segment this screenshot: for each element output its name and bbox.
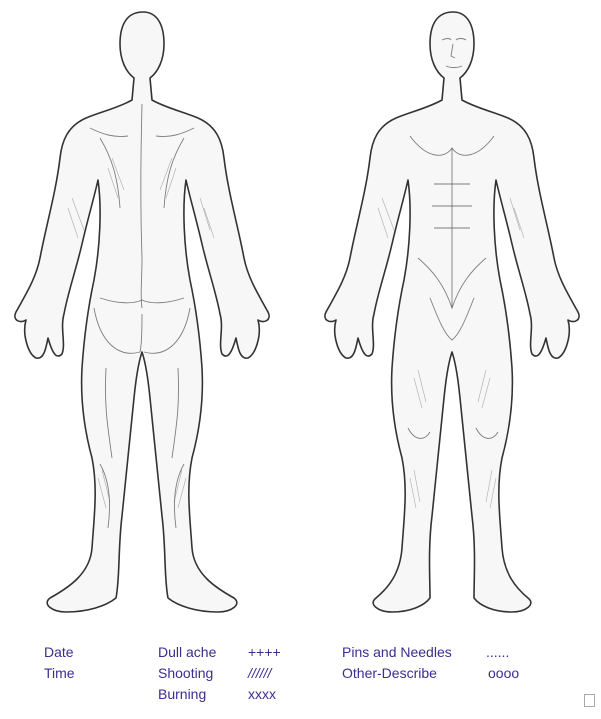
legend-label: Burning xyxy=(158,686,206,702)
legend-item-pins-and-needles: Pins and Needles ...... xyxy=(342,642,452,663)
legend-label: Pins and Needles xyxy=(342,644,452,660)
legend-symbol: ++++ xyxy=(248,642,281,663)
time-label: Time xyxy=(44,663,75,684)
legend-symbol: oooo xyxy=(488,663,519,684)
legend-pain-types: Dull ache ++++ Shooting ////// Burning x… xyxy=(158,642,216,705)
legend-label: Dull ache xyxy=(158,644,216,660)
date-label: Date xyxy=(44,642,75,663)
legend-item-dull-ache: Dull ache ++++ xyxy=(158,642,216,663)
body-front-view xyxy=(318,8,588,620)
human-body-front-icon xyxy=(318,8,588,620)
legend-other-types: Pins and Needles ...... Other-Describe o… xyxy=(342,642,452,684)
legend-symbol: ////// xyxy=(248,663,271,684)
legend-fields: Date Time xyxy=(44,642,75,684)
legend-symbol: ...... xyxy=(486,642,509,663)
legend-label: Other-Describe xyxy=(342,665,437,681)
legend-symbol: xxxx xyxy=(248,684,276,705)
legend-item-burning: Burning xxxx xyxy=(158,684,216,705)
legend-label: Shooting xyxy=(158,665,213,681)
body-back-view xyxy=(8,8,278,620)
human-body-back-icon xyxy=(8,8,278,620)
corner-mark-icon xyxy=(584,694,595,707)
legend-item-shooting: Shooting ////// xyxy=(158,663,216,684)
legend-item-other-describe: Other-Describe oooo xyxy=(342,663,452,684)
